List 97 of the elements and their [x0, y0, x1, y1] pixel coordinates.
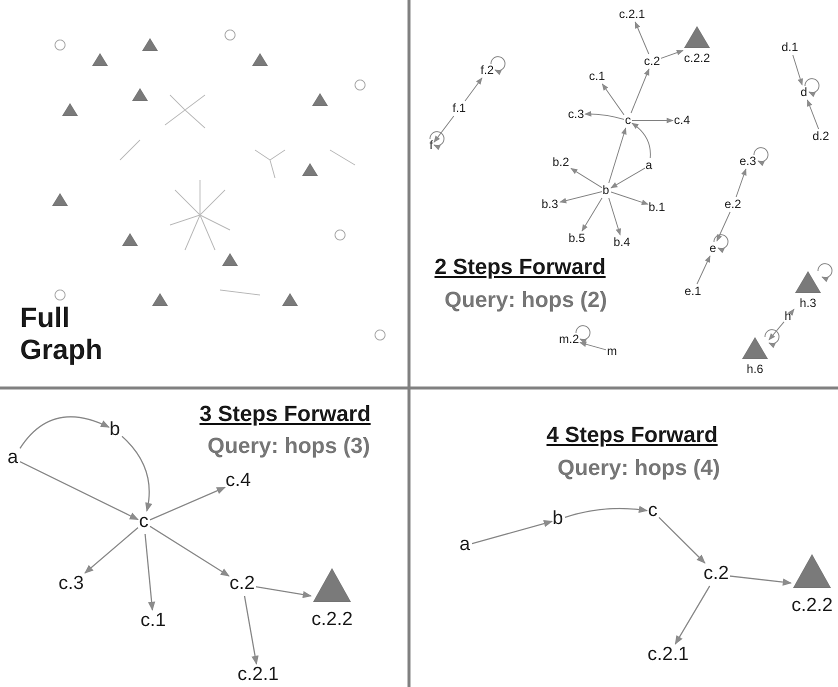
node-label: c.4 — [674, 114, 690, 127]
node-label: c.1 — [140, 610, 166, 632]
node-label: h.6 — [746, 363, 764, 376]
node-label: h.3 — [800, 297, 816, 310]
arrow — [806, 99, 820, 130]
arrow — [150, 486, 226, 520]
node-label: c.2.1 — [619, 8, 646, 21]
arrow — [658, 517, 706, 564]
node-label: c.2.2 — [684, 52, 710, 66]
node-label: c.2 — [230, 574, 255, 594]
arrow — [602, 83, 624, 116]
panel-heading: 4 Steps Forward — [546, 422, 718, 448]
arrow — [244, 596, 259, 665]
self-loop-arrow — [804, 78, 820, 97]
panel-heading: 3 Steps Forward — [200, 401, 371, 427]
node-label: c.3 — [58, 574, 84, 594]
arrow — [632, 118, 674, 124]
self-loop-arrow — [714, 234, 728, 253]
node-label: m.2 — [559, 332, 580, 346]
arrow — [610, 192, 649, 205]
arrow — [660, 50, 684, 59]
self-loop-arrow — [754, 147, 768, 166]
query-text: Query: hops (3) — [208, 433, 370, 459]
arrow — [610, 168, 646, 188]
node-label: c.2.1 — [238, 664, 279, 686]
arrow — [144, 534, 156, 611]
node-label: h — [784, 310, 792, 323]
arrow — [630, 68, 650, 114]
self-loop-arrow — [818, 263, 832, 282]
node-label: b.5 — [568, 232, 586, 245]
node-label: b — [602, 184, 610, 197]
arrow — [464, 77, 482, 102]
node-label: b.2 — [552, 156, 570, 169]
arrow — [696, 255, 710, 284]
node-label: e.1 — [684, 284, 702, 298]
arrow — [19, 416, 110, 449]
node-label: c — [139, 512, 148, 532]
panel-heading: 2 Steps Forward — [434, 254, 606, 280]
node-label: c.1 — [589, 70, 606, 83]
arrow — [256, 586, 312, 598]
node-label: c.2 — [644, 54, 660, 68]
node-label: b — [110, 420, 120, 440]
arrow — [716, 212, 731, 242]
arrow — [584, 111, 624, 120]
self-loop-arrow — [576, 325, 590, 344]
arrow — [768, 321, 784, 340]
query-text: Query: hops (4) — [558, 455, 720, 481]
arrow — [674, 586, 710, 645]
arrow — [564, 506, 648, 518]
node-label: m — [607, 344, 617, 358]
node-label: c — [648, 500, 658, 522]
node-label: f — [430, 138, 433, 152]
node-label: c.2.2 — [792, 596, 833, 617]
arrow — [792, 54, 803, 86]
arrow — [788, 308, 794, 316]
arrow — [634, 21, 650, 54]
node-label: c.2 — [704, 564, 729, 584]
node-label: e.3 — [740, 154, 756, 168]
node-label: d.2 — [812, 130, 830, 143]
node-label: e.2 — [724, 198, 742, 211]
node-label: f.2 — [480, 64, 494, 77]
node-label: c — [625, 114, 631, 127]
panel-heading: Full Graph — [20, 302, 104, 366]
arrow — [20, 461, 139, 520]
node-label: b.4 — [614, 236, 630, 249]
self-loop-arrow — [490, 56, 506, 75]
query-text: Query: hops (2) — [444, 287, 608, 313]
arrow — [582, 197, 602, 232]
arrow — [122, 436, 152, 512]
arrow — [472, 520, 553, 544]
arrow — [631, 122, 651, 158]
node-label: b.3 — [542, 198, 558, 211]
node-label: b.1 — [648, 200, 666, 214]
node-label: e — [710, 242, 716, 255]
node-label: a — [460, 534, 470, 556]
arrow — [559, 191, 602, 204]
self-loop-arrow — [430, 131, 444, 150]
arrow — [736, 168, 746, 198]
node-label: d — [800, 86, 808, 99]
self-loop-arrow — [764, 329, 780, 348]
node-label: c.2.2 — [312, 610, 353, 631]
arrow — [608, 127, 627, 184]
arrow — [150, 526, 230, 577]
node-label: a — [646, 158, 652, 172]
node-label: f.1 — [452, 102, 466, 115]
arrow — [608, 198, 622, 236]
arrow — [570, 168, 602, 188]
arrow — [84, 527, 138, 574]
node-label: b — [552, 508, 564, 530]
arrow — [730, 575, 792, 586]
node-label: a — [8, 448, 18, 468]
arrow — [434, 116, 454, 143]
node-label: d.1 — [782, 40, 798, 54]
node-label: c.4 — [226, 470, 251, 492]
node-label: c.3 — [568, 108, 584, 121]
node-label: c.2.1 — [648, 644, 689, 666]
arrow — [579, 342, 606, 350]
